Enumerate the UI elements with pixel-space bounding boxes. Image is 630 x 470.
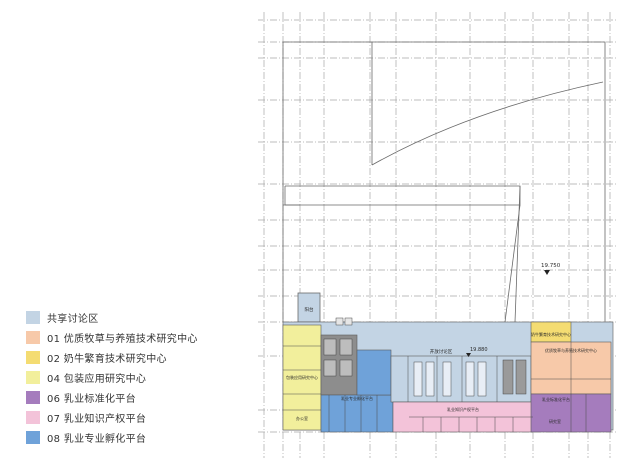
interior-partitions [283,342,611,432]
legend-label: 06 乳业标准化平台 [47,393,136,405]
legend-label: 02 奶牛繁育技术研究中心 [47,353,167,365]
elevation-label: 19.750 [541,263,561,269]
legend-swatch [26,370,40,384]
inner-elevation-label: 19.880 [470,347,488,353]
legend-swatch [26,430,40,444]
balcony-label: 阳台 [305,306,314,313]
legend-label: 07 乳业知识产权平台 [47,413,147,425]
ip-platform-label: 乳业知识产权平台 [447,406,479,412]
legend-label: 08 乳业专业孵化平台 [47,433,147,445]
legend-swatch [26,350,40,364]
office-label: 办公室 [296,415,308,421]
elevation-marker-icon [544,270,550,275]
legend-item: 02 奶牛繁育技术研究中心 [26,347,198,367]
roof-outline [282,41,606,323]
incubation-label: 乳业专业孵化平台 [341,395,373,401]
legend-item: 01 优质牧草与养殖技术研究中心 [26,327,198,347]
lab-label: 研究室 [549,418,561,424]
forage-center-label: 优质牧草与养殖技术研究中心 [545,347,597,353]
legend-label: 共享讨论区 [47,313,99,325]
legend-item: 共享讨论区 [26,307,198,327]
equipment-hatch [323,317,527,397]
legend-item: 08 乳业专业孵化平台 [26,427,198,447]
legend-label: 04 包装应用研究中心 [47,373,147,385]
open-discussion-label: 开放讨论区 [430,348,453,355]
legend-item: 06 乳业标准化平台 [26,387,198,407]
legend: 共享讨论区 01 优质牧草与养殖技术研究中心 02 奶牛繁育技术研究中心 04 包装应… [26,307,198,447]
legend-swatch [26,390,40,404]
legend-item: 04 包装应用研究中心 [26,367,198,387]
legend-item: 07 乳业知识产权平台 [26,407,198,427]
legend-swatch [26,310,40,324]
legend-swatch [26,330,40,344]
legend-swatch [26,410,40,424]
inner-elevation-marker-icon [466,353,471,357]
standardization-label: 乳业标准化平台 [542,396,570,402]
legend-label: 01 优质牧草与养殖技术研究中心 [47,333,198,345]
dairy-breeding-label: 奶牛繁育技术研究中心 [531,331,571,337]
packaging-center-label: 包装应用研究中心 [286,374,318,380]
